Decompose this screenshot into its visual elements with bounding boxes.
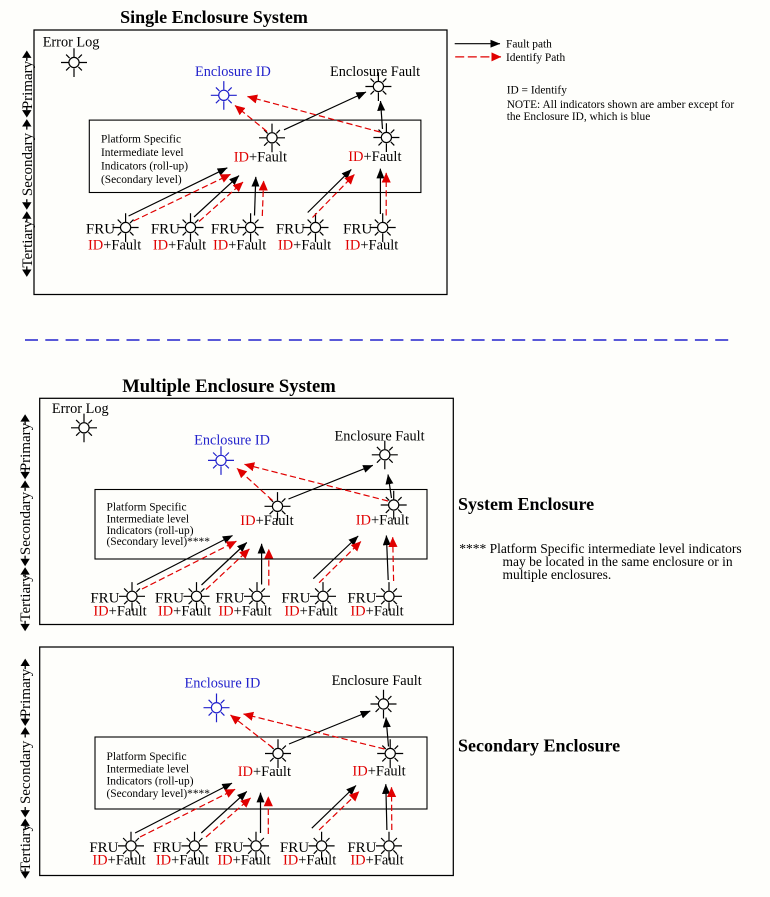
svg-text:Primary: Primary xyxy=(18,422,34,471)
svg-text:Secondary Enclosure: Secondary Enclosure xyxy=(458,736,620,756)
svg-text:FRU: FRU xyxy=(281,590,310,606)
svg-text:ID+Fault: ID+Fault xyxy=(278,238,331,254)
svg-text:FRU: FRU xyxy=(215,590,244,606)
svg-text:Tertiary: Tertiary xyxy=(20,220,36,268)
svg-text:FRU: FRU xyxy=(89,840,118,856)
svg-text:ID+Fault: ID+Fault xyxy=(218,603,271,619)
svg-text:ID+Fault: ID+Fault xyxy=(283,852,336,868)
svg-text:Enclosure ID: Enclosure ID xyxy=(185,676,261,692)
svg-text:ID = Identify: ID = Identify xyxy=(507,85,568,97)
svg-text:ID+Fault: ID+Fault xyxy=(352,763,405,779)
svg-text:ID+Fault: ID+Fault xyxy=(93,603,146,619)
svg-text:Enclosure Fault: Enclosure Fault xyxy=(335,428,425,444)
svg-text:ID+Fault: ID+Fault xyxy=(356,513,409,529)
svg-text:Single Enclosure System: Single Enclosure System xyxy=(120,7,308,27)
svg-text:Error Log: Error Log xyxy=(52,401,109,417)
svg-text:FRU: FRU xyxy=(155,590,184,606)
svg-text:System Enclosure: System Enclosure xyxy=(458,494,594,514)
svg-text:(Secondary level)****: (Secondary level)**** xyxy=(107,788,211,800)
svg-text:Intermediate level: Intermediate level xyxy=(107,763,190,775)
svg-text:Secondary: Secondary xyxy=(20,132,36,196)
svg-text:FRU: FRU xyxy=(90,590,119,606)
svg-text:ID+Fault: ID+Fault xyxy=(345,238,398,254)
svg-text:Enclosure Fault: Enclosure Fault xyxy=(330,64,420,80)
svg-text:Fault path: Fault path xyxy=(506,39,552,51)
svg-text:(Secondary level)****: (Secondary level)**** xyxy=(107,536,211,548)
svg-text:(Secondary level): (Secondary level) xyxy=(101,174,182,186)
svg-text:ID+Fault: ID+Fault xyxy=(350,603,403,619)
svg-text:NOTE: All indicators shown are: NOTE: All indicators shown are amber exc… xyxy=(507,99,735,111)
svg-text:multiple enclosures.: multiple enclosures. xyxy=(503,567,612,582)
svg-text:Indicators (roll-up): Indicators (roll-up) xyxy=(107,776,194,788)
svg-text:ID+Fault: ID+Fault xyxy=(284,603,337,619)
svg-text:ID+Fault: ID+Fault xyxy=(88,238,141,254)
svg-text:FRU: FRU xyxy=(211,222,240,238)
svg-text:Indicators (roll-up): Indicators (roll-up) xyxy=(107,525,194,537)
svg-text:ID+Fault: ID+Fault xyxy=(213,238,266,254)
svg-text:Platform Specific: Platform Specific xyxy=(107,751,187,763)
svg-text:ID+Fault: ID+Fault xyxy=(350,852,403,868)
svg-text:Identify Path: Identify Path xyxy=(506,52,565,64)
svg-text:Enclosure ID: Enclosure ID xyxy=(194,433,270,449)
svg-text:Secondary: Secondary xyxy=(18,740,34,804)
svg-text:Enclosure ID: Enclosure ID xyxy=(195,64,271,80)
svg-text:Secondary: Secondary xyxy=(18,491,34,555)
svg-text:the Enclosure ID, which is blu: the Enclosure ID, which is blue xyxy=(507,111,651,123)
svg-text:FRU: FRU xyxy=(276,222,305,238)
svg-text:Enclosure Fault: Enclosure Fault xyxy=(332,673,422,689)
svg-text:FRU: FRU xyxy=(151,222,180,238)
svg-text:may be located in the same enc: may be located in the same enclosure or … xyxy=(503,554,733,569)
svg-text:ID+Fault: ID+Fault xyxy=(240,513,293,529)
svg-text:FRU: FRU xyxy=(347,840,376,856)
svg-text:ID+Fault: ID+Fault xyxy=(348,149,401,165)
svg-text:FRU: FRU xyxy=(214,840,243,856)
svg-text:ID+Fault: ID+Fault xyxy=(158,603,211,619)
svg-text:Platform Specific: Platform Specific xyxy=(107,502,187,514)
svg-text:FRU: FRU xyxy=(153,840,182,856)
svg-text:Intermediate level: Intermediate level xyxy=(107,513,190,525)
svg-text:Primary: Primary xyxy=(18,668,34,717)
svg-text:Primary: Primary xyxy=(20,60,36,109)
svg-text:ID+Fault: ID+Fault xyxy=(156,852,209,868)
svg-text:ID+Fault: ID+Fault xyxy=(234,150,287,166)
svg-text:Multiple Enclosure System: Multiple Enclosure System xyxy=(122,376,336,397)
svg-text:ID+Fault: ID+Fault xyxy=(217,852,270,868)
svg-text:FRU: FRU xyxy=(343,222,372,238)
svg-text:Error Log: Error Log xyxy=(43,34,100,50)
svg-text:Tertiary: Tertiary xyxy=(18,823,34,871)
svg-text:Platform Specific: Platform Specific xyxy=(101,134,181,146)
svg-text:Tertiary: Tertiary xyxy=(18,574,34,622)
svg-text:Indicators (roll-up): Indicators (roll-up) xyxy=(101,161,188,173)
svg-text:ID+Fault: ID+Fault xyxy=(92,852,145,868)
svg-text:FRU: FRU xyxy=(347,590,376,606)
svg-text:**** Platform Specific interme: **** Platform Specific intermediate leve… xyxy=(459,541,741,556)
svg-text:ID+Fault: ID+Fault xyxy=(153,238,206,254)
svg-text:ID+Fault: ID+Fault xyxy=(238,764,291,780)
svg-text:FRU: FRU xyxy=(86,222,115,238)
svg-text:FRU: FRU xyxy=(280,840,309,856)
svg-text:Intermediate level: Intermediate level xyxy=(101,147,184,159)
